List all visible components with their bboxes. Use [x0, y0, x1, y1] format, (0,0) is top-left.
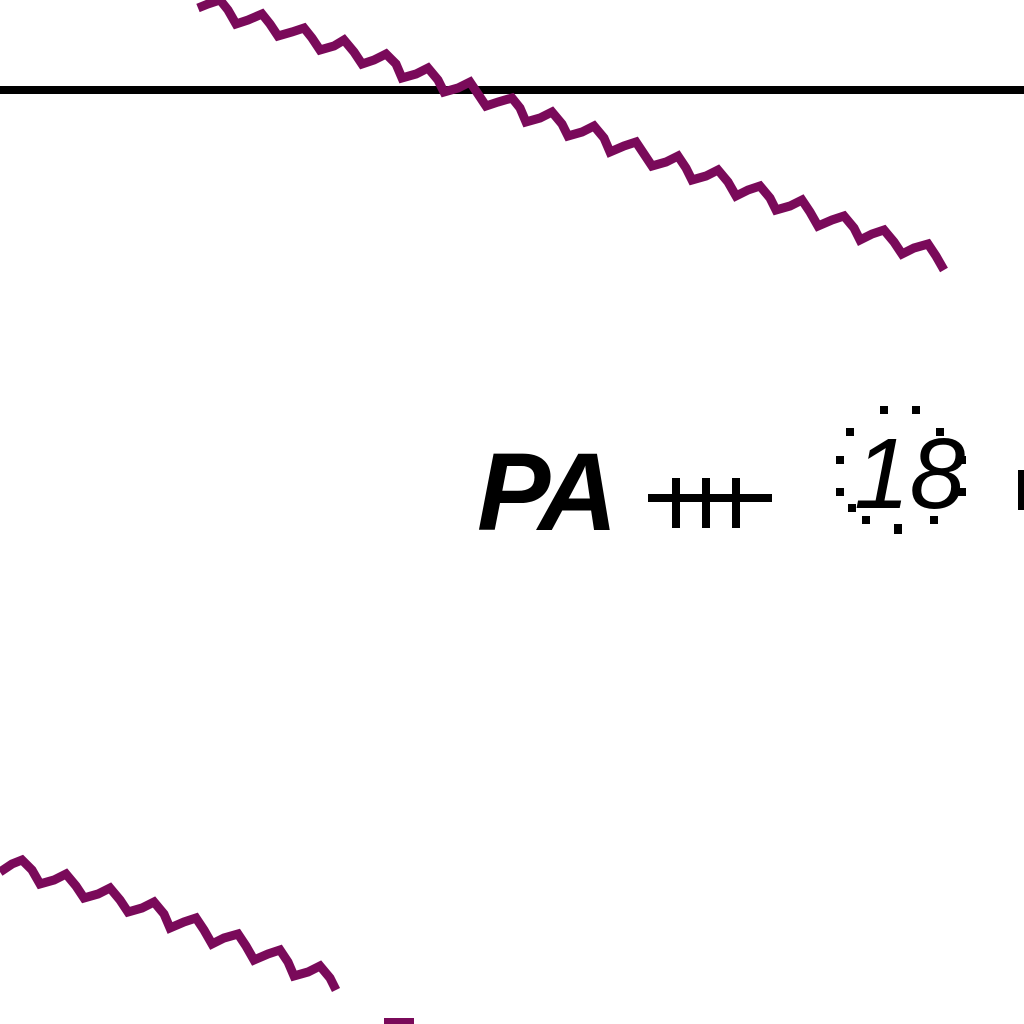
- waterway-upper: [196, 0, 948, 273]
- region-label: PA: [477, 431, 618, 554]
- route-shield-icon: [836, 406, 1024, 534]
- waterway-lower: [0, 854, 341, 993]
- railroad-track-icon: [648, 478, 772, 528]
- route-number-label: 18: [854, 418, 966, 530]
